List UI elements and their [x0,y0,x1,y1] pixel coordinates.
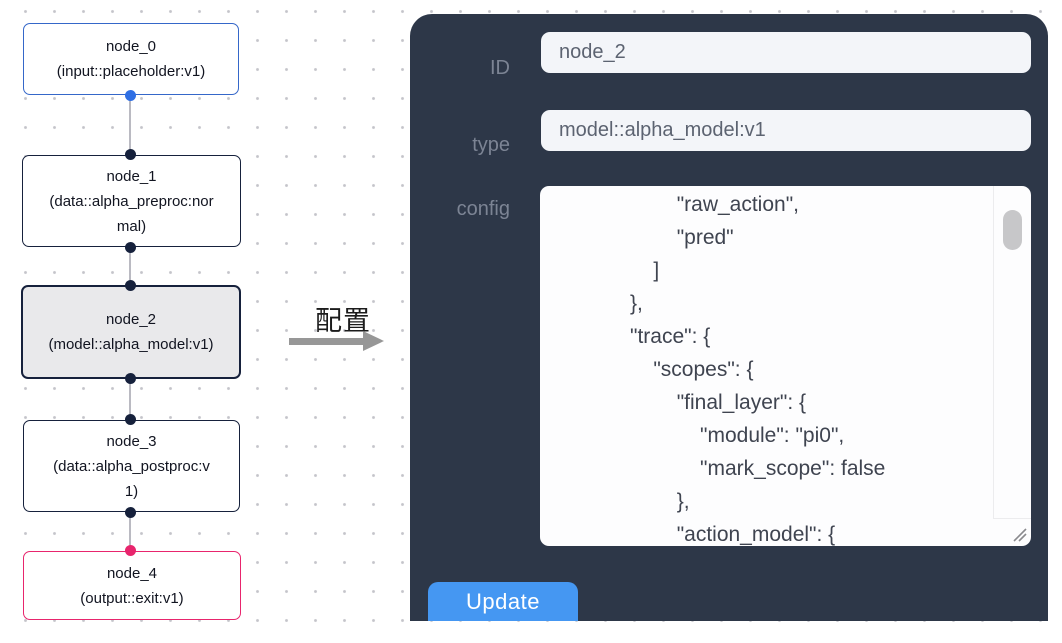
port-node0-out[interactable] [125,90,136,101]
edge-node3-node4 [129,512,131,551]
type-field-label: type [472,134,510,156]
node-2-label: node_2(model::alpha_model:v1) [48,311,214,353]
port-node3-out[interactable] [125,507,136,518]
port-node1-in[interactable] [125,149,136,160]
config-json-text[interactable]: "raw_action", "pred" ] }, "trace": { "sc… [630,193,886,546]
update-button[interactable]: Update [428,582,578,621]
type-input[interactable] [541,110,1031,151]
node-4[interactable]: node_4(output::exit:v1) [23,551,241,620]
config-field-label: config [456,198,510,220]
edge-node2-node3 [129,379,131,420]
node-2[interactable]: node_2(model::alpha_model:v1) [21,285,241,379]
transition-label: 配置 [315,306,371,336]
node-0-label: node_0(input::placeholder:v1) [56,38,206,80]
node-config-panel: ID type config "raw_action", "pred" ] },… [410,14,1048,621]
node-3-label: node_3(data::alpha_postproc:v1) [53,432,210,500]
edge-node0-node1 [129,95,131,155]
port-node2-out[interactable] [125,373,136,384]
scrollbar-track-line [993,186,994,519]
port-node4-in[interactable] [125,545,136,556]
id-input[interactable] [541,32,1031,73]
id-field-label: ID [490,57,510,79]
port-node2-in[interactable] [125,280,136,291]
right-arrow-icon [289,338,364,345]
node-1-label: node_1(data::alpha_preproc:normal) [49,167,214,235]
scrollbar-corner-line [994,518,1031,519]
port-node3-in[interactable] [125,414,136,425]
config-textarea[interactable]: "raw_action", "pred" ] }, "trace": { "sc… [540,186,1031,546]
node-4-label: node_4(output::exit:v1) [80,564,184,607]
node-3[interactable]: node_3(data::alpha_postproc:v1) [23,420,240,512]
port-node1-out[interactable] [125,242,136,253]
right-arrow-head-icon [363,331,384,351]
node-0[interactable]: node_0(input::placeholder:v1) [23,23,239,95]
edge-node1-node2 [129,247,131,286]
node-1[interactable]: node_1(data::alpha_preproc:normal) [22,155,241,247]
scrollbar-thumb[interactable] [1003,210,1022,250]
resize-grip-icon[interactable] [1010,525,1028,543]
